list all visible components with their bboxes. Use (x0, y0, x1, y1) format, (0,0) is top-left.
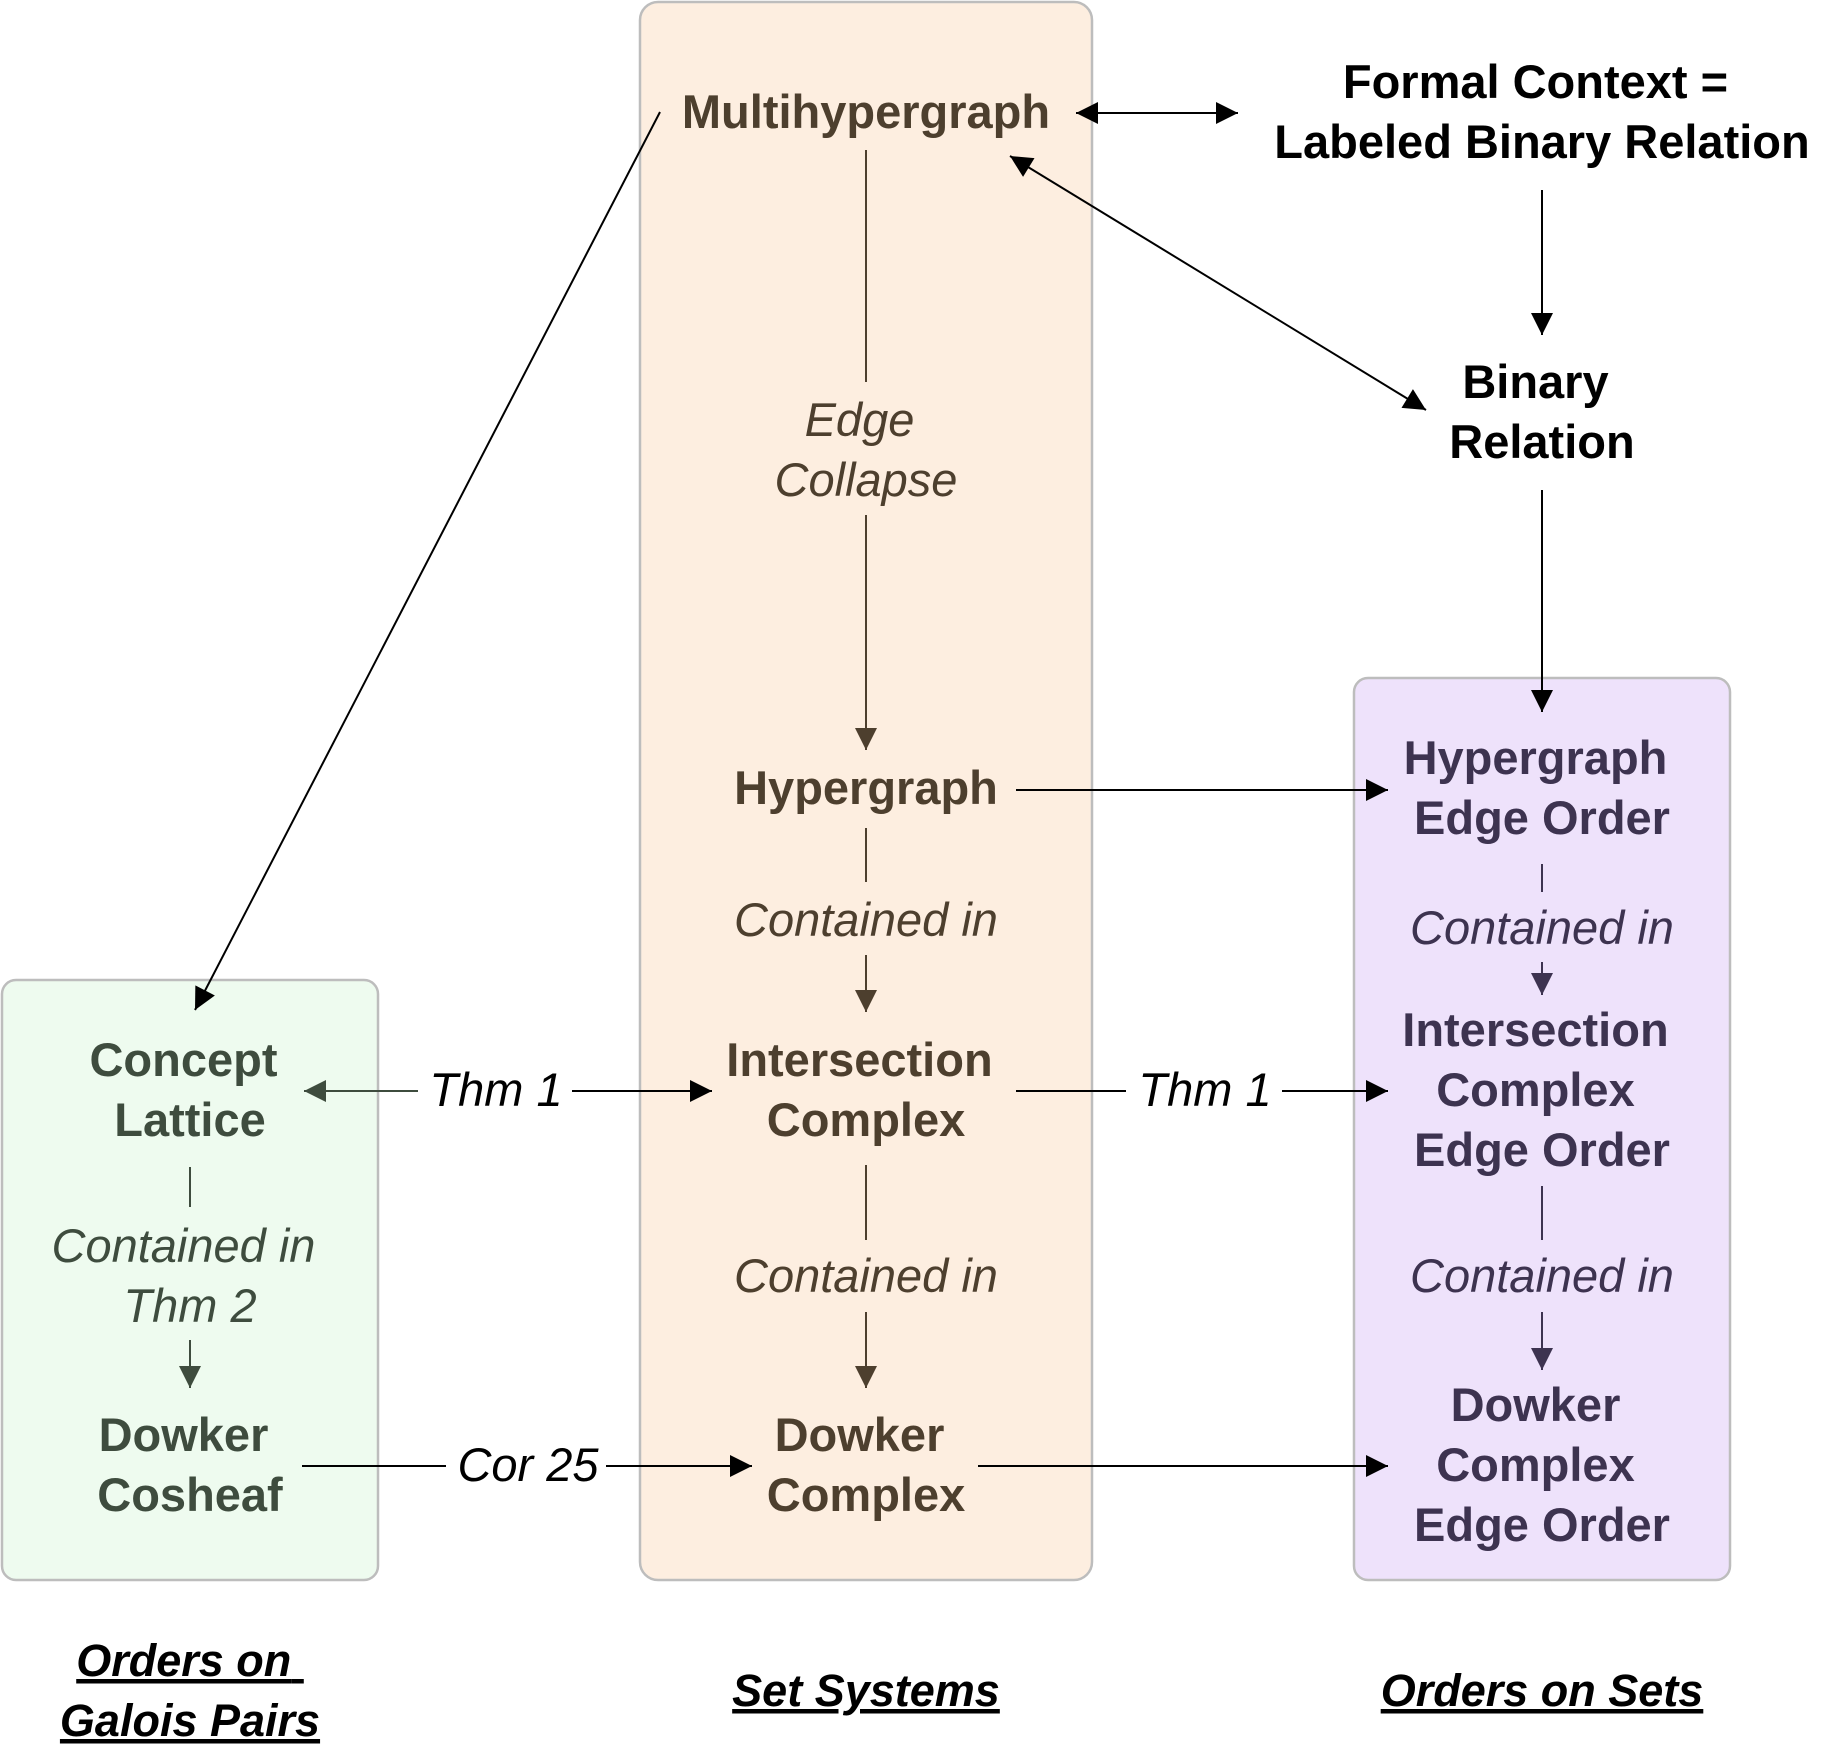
edge-label-edge-collapse-line1: Edge (805, 393, 915, 446)
node-dowker-complex-line1: Dowker (775, 1408, 945, 1461)
edge-label-thm1-left: Thm 1 (429, 1063, 562, 1116)
edges (179, 102, 1553, 1477)
edge-label-contained-in-thm2: Contained in Thm 2 (52, 1219, 329, 1332)
node-binary-relation: Binary Relation (1449, 355, 1634, 468)
node-dceo-line1: Dowker (1451, 1378, 1621, 1431)
node-intersection-complex: Intersection Complex (726, 1033, 1005, 1146)
edge-label-contained-in-iceo: Contained in (1410, 1249, 1674, 1302)
node-formal-context: Formal Context = Labeled Binary Relation (1274, 55, 1809, 168)
node-concept-lattice-line1: Concept (89, 1033, 277, 1086)
node-hypergraph-edge-order-line2: Edge Order (1414, 791, 1670, 844)
edge-label-contained-in-intersection: Contained in (734, 1249, 998, 1302)
node-iceo-line2: Complex (1436, 1063, 1635, 1116)
edge-label-edge-collapse-line2: Collapse (775, 453, 958, 506)
node-intersection-complex-line1: Intersection (726, 1033, 992, 1086)
column-label-set-systems: Set Systems (732, 1665, 1000, 1716)
node-binary-relation-line2: Relation (1449, 415, 1634, 468)
node-iceo-line3: Edge Order (1414, 1123, 1670, 1176)
edge-label-edge-collapse: Edge Collapse (775, 393, 958, 506)
column-label-galois-pairs: Orders on Galois Pairs (60, 1635, 320, 1746)
node-intersection-complex-line2: Complex (767, 1093, 966, 1146)
node-dceo-line3: Edge Order (1414, 1498, 1670, 1551)
node-dowker-complex: Dowker Complex (767, 1408, 966, 1521)
edge-multihypergraph-concept-lattice (194, 111, 661, 1011)
node-iceo-line1: Intersection (1402, 1003, 1668, 1056)
node-dowker-cosheaf: Dowker Cosheaf (97, 1408, 283, 1521)
edge-label-contained-in-thm2-line1: Contained in (52, 1219, 316, 1272)
edge-label-thm1-right: Thm 1 (1138, 1063, 1271, 1116)
column-label-galois-line1: Orders on (76, 1635, 291, 1686)
edge-label-contained-in-hypergraph: Contained in (734, 893, 998, 946)
node-dowker-cosheaf-line2: Cosheaf (97, 1468, 283, 1521)
galois-pairs-panel (0, 978, 380, 1582)
node-dowker-complex-line2: Complex (767, 1468, 966, 1521)
node-concept-lattice-line2: Lattice (114, 1093, 266, 1146)
edge-label-cor25: Cor 25 (457, 1438, 599, 1491)
edge-label-contained-in-heo: Contained in (1410, 901, 1674, 954)
node-binary-relation-line1: Binary (1462, 355, 1608, 408)
edge-multihypergraph-binary-relation (1009, 155, 1427, 411)
node-hypergraph-edge-order: Hypergraph Edge Order (1404, 731, 1681, 844)
node-hypergraph: Hypergraph (734, 761, 998, 814)
node-dowker-cosheaf-line1: Dowker (99, 1408, 269, 1461)
column-label-orders-on-sets: Orders on Sets (1381, 1665, 1704, 1716)
node-dceo-line2: Complex (1436, 1438, 1635, 1491)
node-formal-context-line2: Labeled Binary Relation (1274, 115, 1809, 168)
node-formal-context-line1: Formal Context = (1343, 55, 1728, 108)
node-hypergraph-edge-order-line1: Hypergraph (1404, 731, 1668, 784)
node-concept-lattice: Concept Lattice (89, 1033, 290, 1146)
column-label-galois-line2: Galois Pairs (60, 1695, 320, 1746)
node-multihypergraph: Multihypergraph (682, 85, 1050, 138)
edge-label-contained-in-thm2-line2: Thm 2 (123, 1279, 256, 1332)
node-intersection-complex-edge-order: Intersection Complex Edge Order (1402, 1003, 1681, 1176)
node-dowker-complex-edge-order: Dowker Complex Edge Order (1414, 1378, 1670, 1551)
